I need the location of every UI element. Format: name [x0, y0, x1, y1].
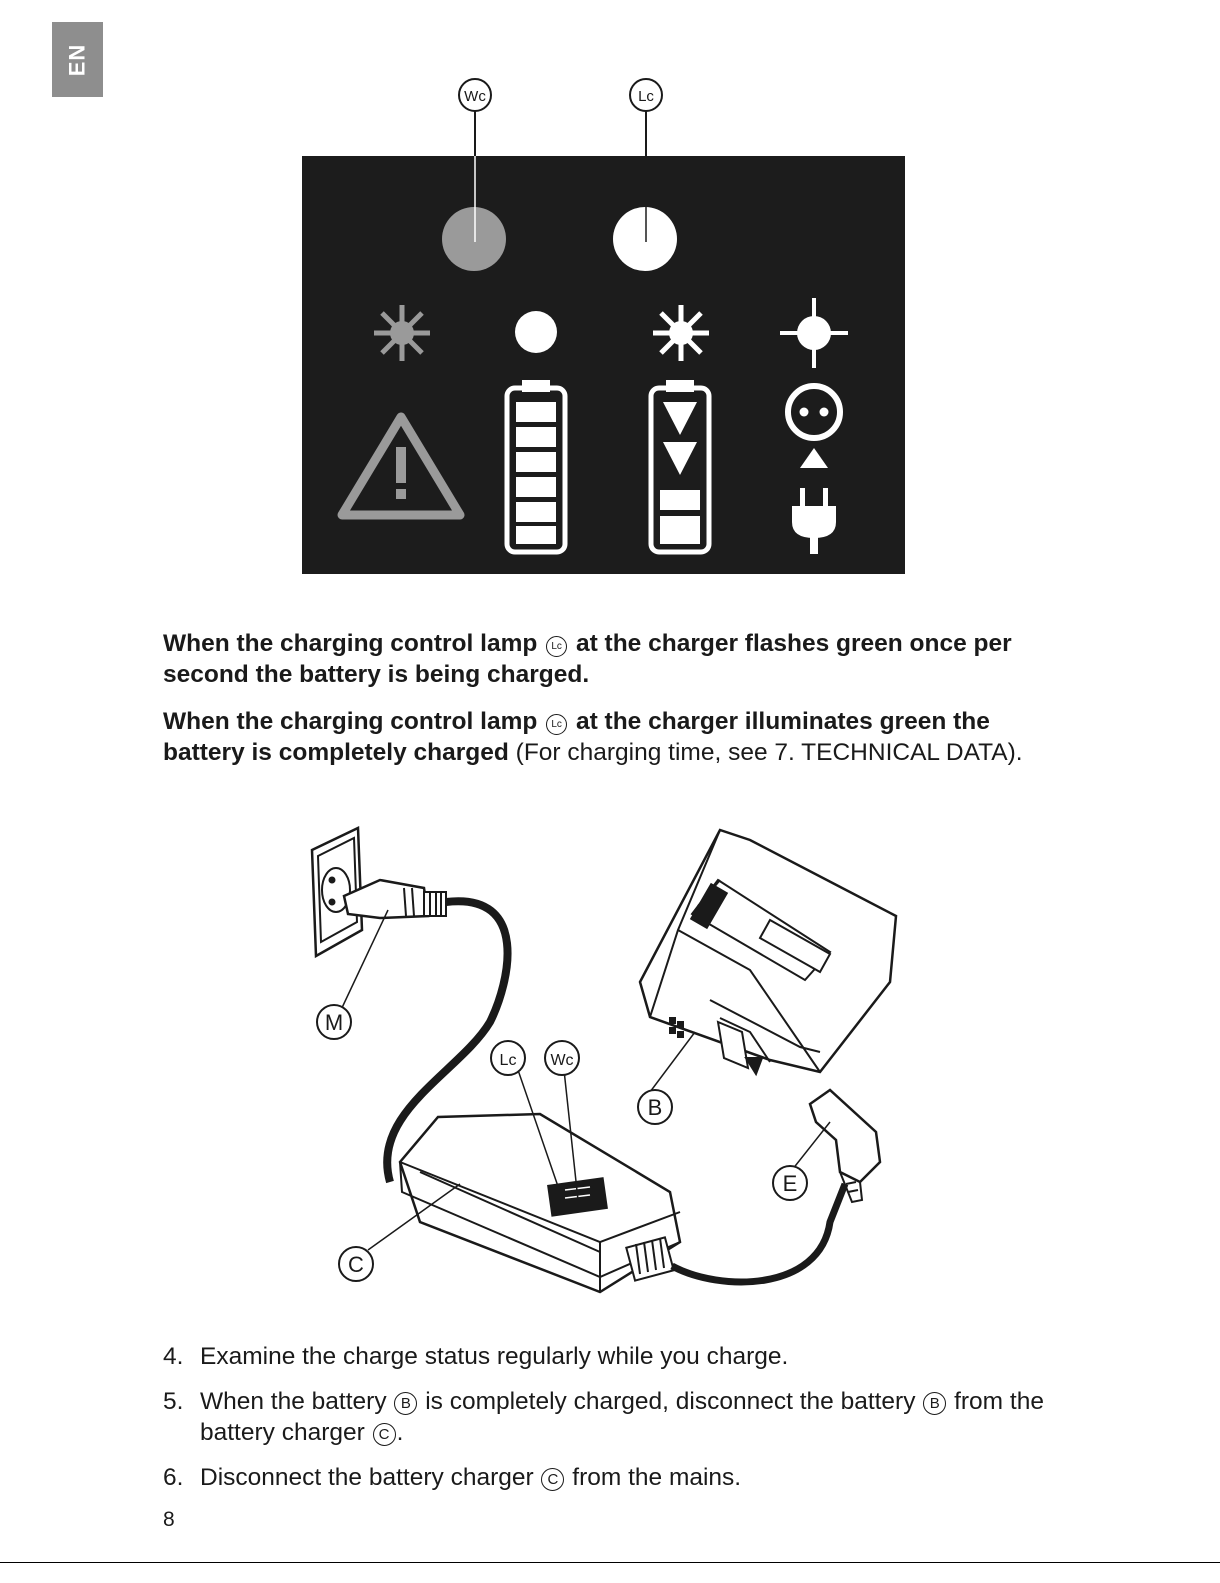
label-lc-callout: Lc: [490, 1040, 526, 1076]
charging-status-paragraph: When the charging control lamp Lc at the…: [163, 630, 1012, 688]
step-item: 6. Disconnect the battery charger C from…: [163, 1464, 742, 1491]
charging-plug: [808, 1088, 882, 1204]
svg-text:E: E: [783, 1171, 798, 1196]
battery-charging-icon: [648, 380, 712, 555]
step-item: 4. Examine the charge status regularly w…: [163, 1343, 789, 1370]
label-wc-callout: Wc: [544, 1040, 580, 1076]
lamp-ref-badge: Lc: [546, 714, 568, 735]
svg-text:Wc: Wc: [550, 1052, 573, 1069]
charger-connection-figure: M Lc Wc B E C: [310, 826, 898, 1294]
battery-ref-badge: B: [923, 1392, 947, 1415]
svg-text:Wc: Wc: [464, 88, 486, 105]
svg-text:M: M: [325, 1010, 343, 1035]
flashing-gray-icon: [374, 305, 430, 361]
charger-ref-badge: C: [541, 1468, 565, 1491]
svg-text:B: B: [648, 1095, 663, 1120]
battery-ref-badge: B: [394, 1392, 418, 1415]
step-item: 5. When the battery B is completely char…: [163, 1388, 1044, 1446]
label-e-callout: E: [772, 1165, 808, 1201]
label-c-callout: C: [338, 1246, 374, 1282]
page-number: 8: [163, 1508, 175, 1531]
warning-triangle-icon: [337, 412, 465, 520]
mains-plug: [342, 878, 447, 920]
battery-charger: [398, 1112, 682, 1294]
language-tab: EN: [52, 22, 103, 97]
label-b-callout: B: [637, 1089, 673, 1125]
battery-pack: [638, 828, 898, 1077]
lamp-ref-badge: Lc: [546, 636, 568, 657]
wall-socket: [310, 826, 364, 959]
warning-lamp: [442, 207, 506, 271]
charging-lamp: [613, 207, 677, 271]
charged-status-paragraph: When the charging control lamp Lc at the…: [163, 708, 1023, 766]
svg-text:Lc: Lc: [638, 88, 654, 105]
bottom-rule: [0, 1562, 1220, 1563]
power-light-icon: [780, 298, 848, 368]
charger-panel-figure: Wc Lc: [302, 78, 905, 574]
steady-light-icon: [515, 311, 557, 353]
language-tab-label: EN: [64, 43, 90, 76]
instruction-steps: 4. Examine the charge status regularly w…: [163, 1341, 1063, 1507]
flashing-white-icon: [653, 305, 709, 361]
socket-plug-icon: [785, 383, 843, 554]
callout-labels: M Lc Wc B E C: [316, 1004, 808, 1282]
label-m-callout: M: [316, 1004, 352, 1040]
svg-text:Lc: Lc: [500, 1052, 517, 1069]
charger-ref-badge: C: [372, 1423, 396, 1446]
battery-full-icon: [504, 380, 568, 555]
svg-text:C: C: [348, 1252, 364, 1277]
